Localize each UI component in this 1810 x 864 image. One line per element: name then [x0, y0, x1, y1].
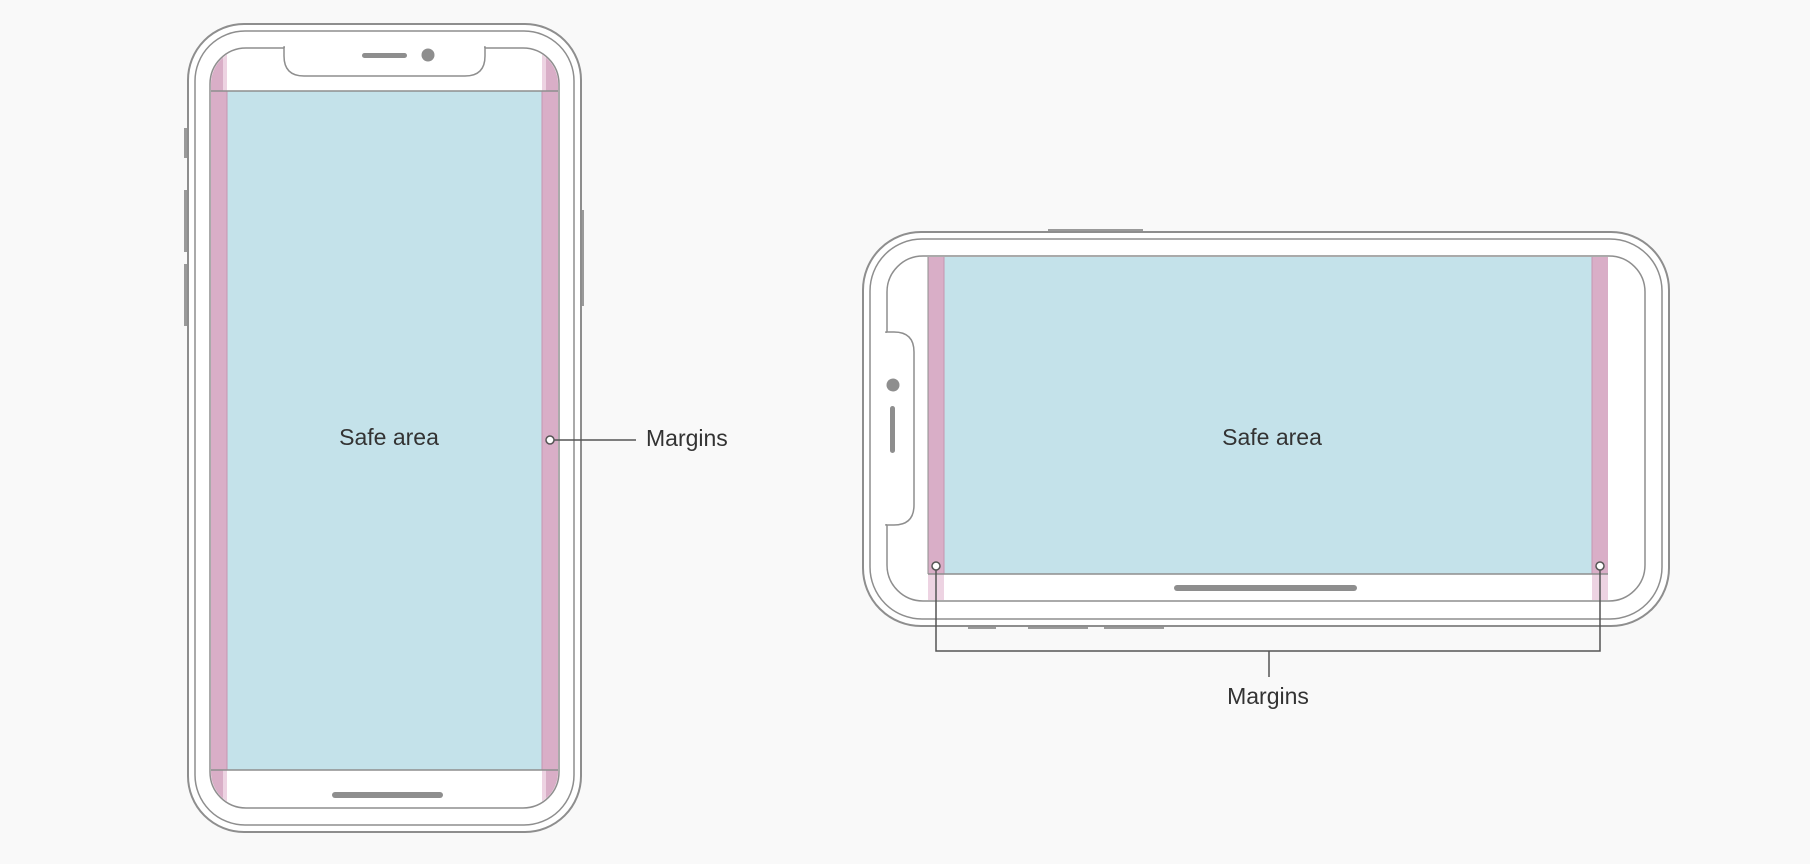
- landscape-home-indicator: [1174, 585, 1357, 591]
- portrait-volume-down-button: [184, 264, 187, 326]
- portrait-right-margin: [542, 91, 558, 770]
- portrait-speaker-icon: [362, 53, 407, 58]
- landscape-left-margin-callout-dot: [931, 561, 941, 571]
- portrait-safe-area: [211, 91, 558, 770]
- landscape-speaker-icon: [890, 406, 895, 453]
- portrait-mute-switch: [184, 128, 187, 158]
- landscape-device: Safe area Margins: [862, 229, 1670, 709]
- landscape-mute-switch: [968, 626, 996, 629]
- portrait-side-button: [581, 210, 584, 306]
- portrait-left-margin: [211, 91, 227, 770]
- landscape-notch-mask: [884, 333, 888, 524]
- portrait-safe-area-label: Safe area: [339, 424, 439, 450]
- landscape-margins-label: Margins: [1227, 683, 1309, 709]
- landscape-margins-bracket: [935, 570, 1601, 677]
- landscape-safe-area-label: Safe area: [1222, 424, 1322, 450]
- portrait-margins-callout-dot: [545, 435, 555, 445]
- landscape-volume-down-button: [1104, 626, 1164, 629]
- landscape-right-margin-callout-dot: [1595, 561, 1605, 571]
- landscape-safe-area: [928, 257, 1608, 574]
- portrait-camera-icon: [421, 48, 435, 62]
- landscape-camera-icon: [886, 378, 900, 392]
- portrait-margins-label: Margins: [646, 425, 728, 451]
- portrait-volume-up-button: [184, 190, 187, 252]
- landscape-volume-up-button: [1028, 626, 1088, 629]
- portrait-notch-mask: [285, 45, 484, 49]
- portrait-notch: [283, 46, 486, 77]
- landscape-side-button: [1048, 229, 1143, 232]
- portrait-device: Safe area Margins: [184, 23, 728, 833]
- portrait-home-indicator: [332, 792, 443, 798]
- landscape-left-margin: [928, 257, 944, 574]
- landscape-right-margin: [1592, 257, 1608, 574]
